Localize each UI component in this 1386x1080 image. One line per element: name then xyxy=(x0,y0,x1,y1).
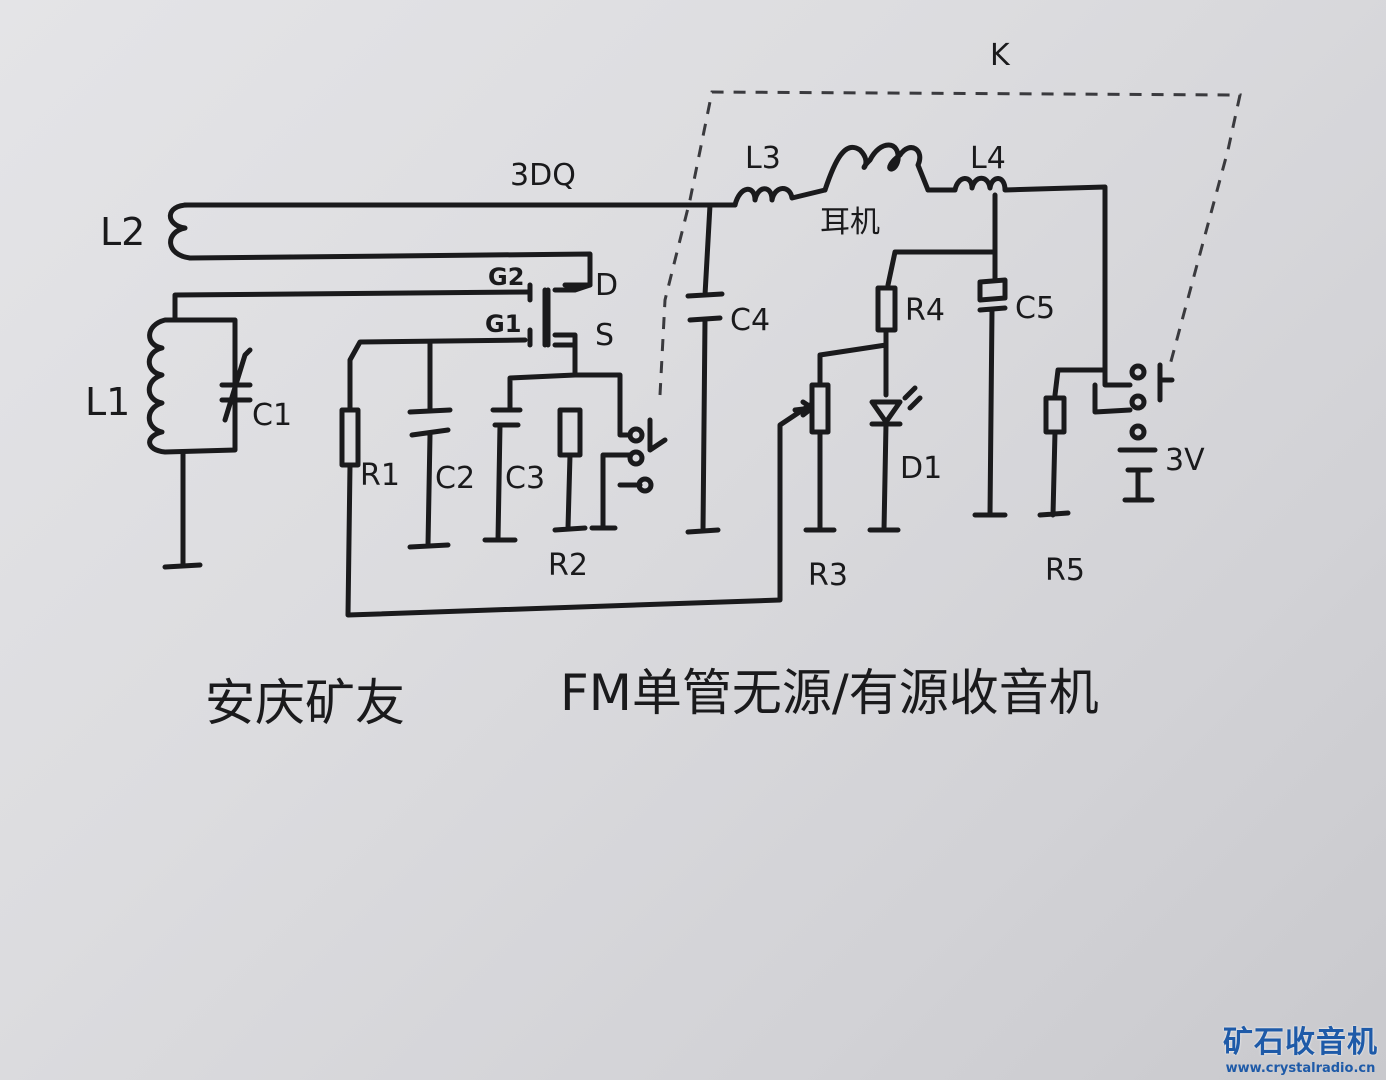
label-S: S xyxy=(595,318,614,353)
capacitor-C2 xyxy=(407,339,453,550)
switch-contact xyxy=(627,449,645,467)
title-description: FM单管无源/有源收音机 xyxy=(560,664,1099,722)
label-L2: L2 xyxy=(100,210,145,254)
wire-G1 xyxy=(347,337,528,413)
label-C3: C3 xyxy=(505,461,545,496)
switch-contact xyxy=(627,426,645,444)
resistor-R4 xyxy=(817,285,898,398)
label-L3: L3 xyxy=(745,141,781,176)
switch-contact xyxy=(1129,363,1147,381)
watermark-url: www.crystalradio.cn xyxy=(1225,1061,1376,1076)
battery-3V xyxy=(1117,447,1158,503)
earphone xyxy=(822,142,931,193)
label-switch-K: K xyxy=(990,38,1011,73)
label-L1: L1 xyxy=(85,380,130,424)
coil-L2 xyxy=(167,202,193,261)
resistor-R2 xyxy=(552,407,588,533)
label-L4: L4 xyxy=(970,141,1006,176)
resistor-R5 xyxy=(1037,367,1108,518)
resistor-R1 xyxy=(339,402,813,618)
label-R4: R4 xyxy=(905,293,945,328)
switch-contacts-left xyxy=(589,417,668,531)
capacitor-C4 xyxy=(685,202,725,535)
label-C1: C1 xyxy=(252,398,292,433)
coil-L3 xyxy=(732,186,828,208)
label-G2: G2 xyxy=(488,263,524,291)
label-R5: R5 xyxy=(1045,553,1085,588)
label-battery: 3V xyxy=(1165,443,1205,478)
label-C5: C5 xyxy=(1015,291,1055,326)
ground-L1 xyxy=(162,449,203,570)
coil-L4 xyxy=(925,175,1133,388)
label-C4: C4 xyxy=(730,303,770,338)
switch-contact xyxy=(1129,393,1147,411)
wire-source xyxy=(507,342,633,438)
title-author: 安庆矿友 xyxy=(205,674,405,732)
label-D: D xyxy=(595,268,618,303)
mosfet-3DQ xyxy=(527,282,593,348)
label-R2: R2 xyxy=(548,548,588,583)
switch-contact xyxy=(636,476,654,494)
capacitor-C1 xyxy=(219,347,253,423)
capacitor-C3 xyxy=(482,407,523,543)
potentiometer-R3 xyxy=(792,382,837,533)
battery-terminal xyxy=(1129,423,1147,441)
wire-L2-drain xyxy=(187,251,593,288)
label-R1: R1 xyxy=(360,458,400,493)
watermark-logo: 矿石收音机 www.crystalradio.cn xyxy=(1223,1017,1378,1076)
label-C2: C2 xyxy=(435,461,475,496)
switch-K xyxy=(1092,362,1175,415)
label-D1: D1 xyxy=(900,451,942,486)
capacitor-C5 xyxy=(972,192,1008,518)
wire-R4-top xyxy=(885,249,998,288)
label-R3: R3 xyxy=(808,558,848,593)
coil-L1 xyxy=(146,317,238,455)
wire-G2 xyxy=(172,289,533,323)
label-earphone: 耳机 xyxy=(820,205,880,240)
label-G1: G1 xyxy=(485,310,521,338)
watermark-name: 矿石收音机 xyxy=(1223,1025,1378,1060)
led-D1 xyxy=(867,385,923,533)
label-transistor: 3DQ xyxy=(510,158,576,193)
switch-linkage-dashed xyxy=(658,90,1242,396)
